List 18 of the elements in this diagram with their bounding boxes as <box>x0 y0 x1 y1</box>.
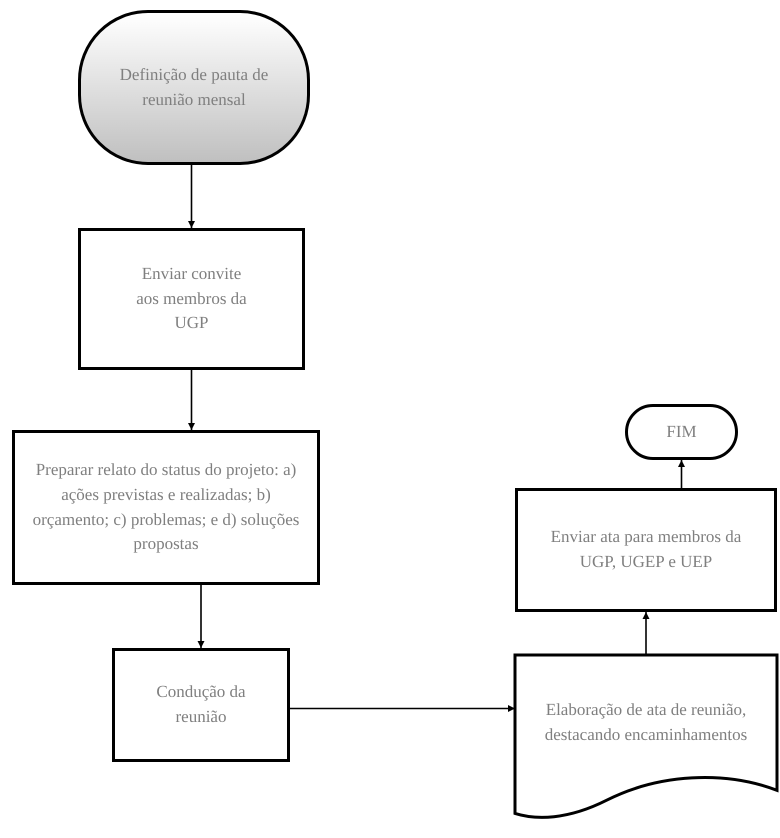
process-box <box>515 488 777 612</box>
node-text: Elaboração de ata de reunião, destacando encaminhamentos <box>544 698 748 746</box>
process-box <box>78 228 305 370</box>
process-box <box>112 648 290 762</box>
node-text: Preparar relato do status do projeto: a) ações previstas e realizadas; b) orçamento; c) problemas; e d) soluções propostas <box>32 459 300 556</box>
document-shape <box>515 655 777 820</box>
arrow <box>678 460 685 488</box>
node-text: Condução da reunião <box>155 681 247 728</box>
node-text: Enviar convite aos membros da UGP <box>135 263 248 334</box>
node-text: Enviar ata para membros da UGP, UGEP e UEP <box>550 526 742 573</box>
arrow <box>188 370 195 430</box>
node-text: FIM <box>666 420 697 443</box>
arrow <box>290 705 515 712</box>
arrow <box>642 612 650 655</box>
process-box <box>12 430 320 585</box>
arrow <box>188 165 195 228</box>
node-text: Definição de pauta de reunião mensal <box>118 64 270 110</box>
arrow <box>198 585 204 648</box>
